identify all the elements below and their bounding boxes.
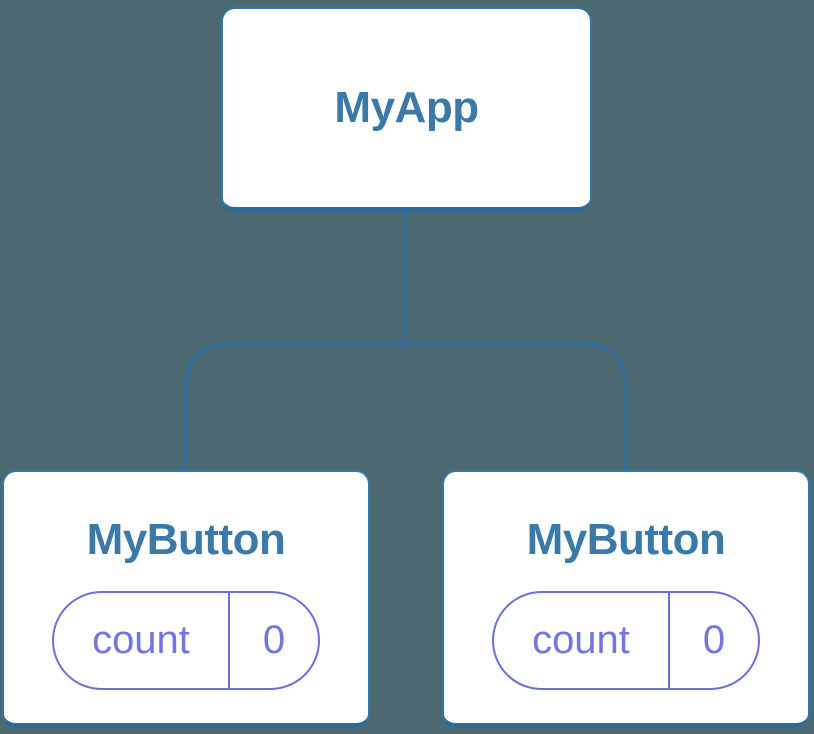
state-value-right: 0 (668, 593, 758, 688)
node-mybutton-right-label: MyButton (526, 515, 726, 564)
state-pill-left: count 0 (52, 591, 320, 690)
state-value-left: 0 (228, 593, 318, 688)
node-myapp-label: MyApp (334, 83, 479, 132)
node-mybutton-left: MyButton count 0 (2, 470, 370, 728)
node-myapp: MyApp (221, 7, 592, 212)
state-key-right: count (532, 618, 630, 662)
node-mybutton-left-label: MyButton (86, 515, 286, 564)
node-mybutton-right: MyButton count 0 (442, 470, 810, 728)
state-pill-right: count 0 (492, 591, 760, 690)
connector-branch (184, 342, 628, 473)
state-key-left: count (92, 618, 190, 662)
